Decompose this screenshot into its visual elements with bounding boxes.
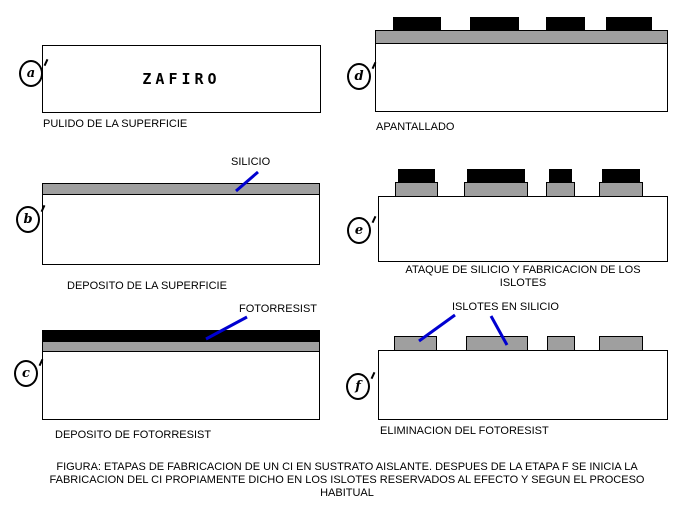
panel-c-layer-label: FOTORRESIST	[239, 303, 318, 315]
figure-caption-line1: FIGURA: ETAPAS DE FABRICACION DE UN CI E…	[56, 461, 638, 473]
panel-d-letter-text: d	[354, 69, 364, 84]
figure-caption: FIGURA: ETAPAS DE FABRICACION DE UN CI E…	[27, 461, 667, 500]
panel-f-silicon-island	[599, 336, 643, 351]
figure-caption-line3: HABITUAL	[320, 487, 374, 499]
panel-c-silicon-layer	[43, 342, 319, 352]
panel-c-letter: c	[14, 360, 38, 387]
panel-d-caption: APANTALLADO	[376, 121, 455, 133]
panel-c-substrate	[42, 330, 320, 420]
panel-f-substrate	[378, 350, 668, 420]
panel-a-letter-text: a	[26, 66, 36, 81]
panel-c-photoresist-layer	[43, 331, 319, 342]
panel-e-silicon-island	[599, 182, 643, 197]
panel-e-silicon-island	[546, 182, 575, 197]
panel-b-letter: b	[16, 206, 40, 233]
panel-a-substrate-inner: ZAFIRO	[43, 46, 320, 112]
panel-a-substrate: ZAFIRO	[42, 45, 321, 113]
panel-e-photoresist-cap	[467, 169, 525, 183]
panel-f-silicon-island	[466, 336, 528, 351]
panel-e-substrate	[378, 196, 668, 262]
panel-b-substrate	[42, 183, 320, 265]
panel-f-silicon-island	[394, 336, 437, 351]
panel-f-caption: ELIMINACION DEL FOTORESIST	[380, 425, 549, 437]
panel-b-caption: DEPOSITO DE LA SUPERFICIE	[67, 280, 227, 292]
panel-d-mask-block	[393, 17, 441, 31]
panel-f-layer-label: ISLOTES EN SILICIO	[452, 301, 559, 313]
panel-d-silicon-layer	[376, 31, 667, 44]
panel-e-silicon-island	[395, 182, 438, 197]
panel-e-silicon-island	[464, 182, 528, 197]
panel-b-layer-label: SILICIO	[231, 156, 271, 168]
panel-a-caption: PULIDO DE LA SUPERFICIE	[43, 118, 188, 130]
panel-f-letter-text: f	[355, 379, 361, 394]
panel-d-mask-block	[470, 17, 519, 31]
panel-f-silicon-island	[547, 336, 575, 351]
panel-b-silicon-layer	[43, 184, 319, 195]
panel-e-photoresist-cap	[602, 169, 640, 183]
panel-a-substrate-label: ZAFIRO	[142, 70, 221, 88]
panel-e-caption-line2: ISLOTES	[499, 277, 547, 289]
panel-e-caption-line1: ATAQUE DE SILICIO Y FABRICACION DE LOS	[405, 264, 641, 276]
panel-c-letter-text: c	[22, 366, 30, 381]
panel-c-caption: DEPOSITO DE FOTORRESIST	[55, 429, 212, 441]
figure-caption-line2: FABRICACION DEL CI PROPIAMENTE DICHO EN …	[49, 474, 645, 486]
panel-b-letter-text: b	[23, 212, 33, 227]
panel-f-letter: f	[346, 373, 370, 400]
panel-e-letter: e	[347, 217, 371, 244]
panel-e-photoresist-cap	[398, 169, 435, 183]
panel-d-mask-block	[606, 17, 652, 31]
panel-d-substrate	[375, 30, 668, 112]
panel-d-letter: d	[347, 63, 371, 90]
panel-d-mask-block	[546, 17, 585, 31]
panel-e-caption: ATAQUE DE SILICIO Y FABRICACION DE LOS I…	[368, 264, 678, 290]
panel-e-photoresist-cap	[549, 169, 572, 183]
panel-e-letter-text: e	[354, 223, 364, 238]
panel-a-letter: a	[19, 60, 43, 87]
